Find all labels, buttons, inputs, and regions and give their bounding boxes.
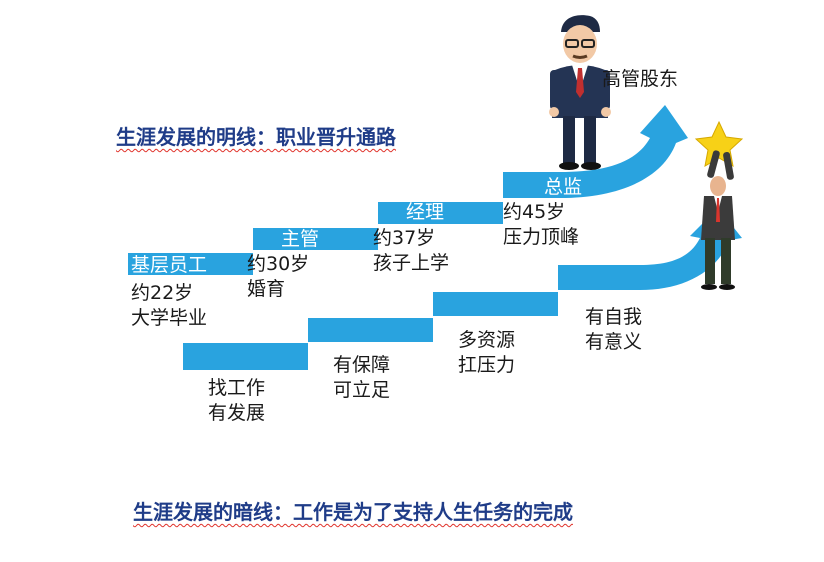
life-note-3: 多资源 扛压力 (458, 328, 515, 378)
level-note-supervisor: 约30岁 婚育 (247, 252, 309, 302)
level-name-director: 总监 (544, 176, 583, 198)
life-note-1: 找工作 有发展 (208, 376, 265, 426)
note-line: 约22岁 (131, 282, 194, 304)
note-line: 多资源 (458, 329, 516, 351)
note-line: 压力顶峰 (503, 226, 580, 248)
note-line: 大学毕业 (131, 307, 208, 329)
life-note-4: 有自我 有意义 (585, 305, 642, 355)
life-note-2: 有保障 可立足 (333, 353, 390, 403)
level-name-staff: 基层员工 (131, 254, 208, 276)
level-note-manager: 约37岁 孩子上学 (373, 226, 449, 276)
note-line: 婚育 (247, 278, 286, 300)
note-line: 孩子上学 (373, 252, 450, 274)
lower-steps-arrow (183, 208, 742, 370)
title-career-promotion: 生涯发展的明线：职业晋升通路 (116, 125, 396, 149)
note-line: 有自我 (585, 306, 643, 328)
level-note-staff: 约22岁 大学毕业 (131, 281, 207, 331)
top-label-executive: 高管股东 (602, 68, 679, 90)
note-line: 有保障 (333, 354, 391, 376)
title-life-tasks: 生涯发展的暗线：工作是为了支持人生任务的完成 (133, 500, 573, 524)
note-line: 约30岁 (247, 253, 310, 275)
note-line: 有发展 (208, 402, 266, 424)
note-line: 有意义 (585, 331, 643, 353)
level-name-manager: 经理 (406, 201, 445, 223)
level-name-supervisor: 主管 (281, 228, 320, 250)
level-note-director: 约45岁 压力顶峰 (503, 200, 579, 250)
note-line: 可立足 (333, 379, 391, 401)
note-line: 扛压力 (458, 354, 516, 376)
note-line: 找工作 (208, 377, 266, 399)
upper-steps-arrow (128, 105, 688, 275)
note-line: 约45岁 (503, 201, 566, 223)
note-line: 约37岁 (373, 227, 436, 249)
